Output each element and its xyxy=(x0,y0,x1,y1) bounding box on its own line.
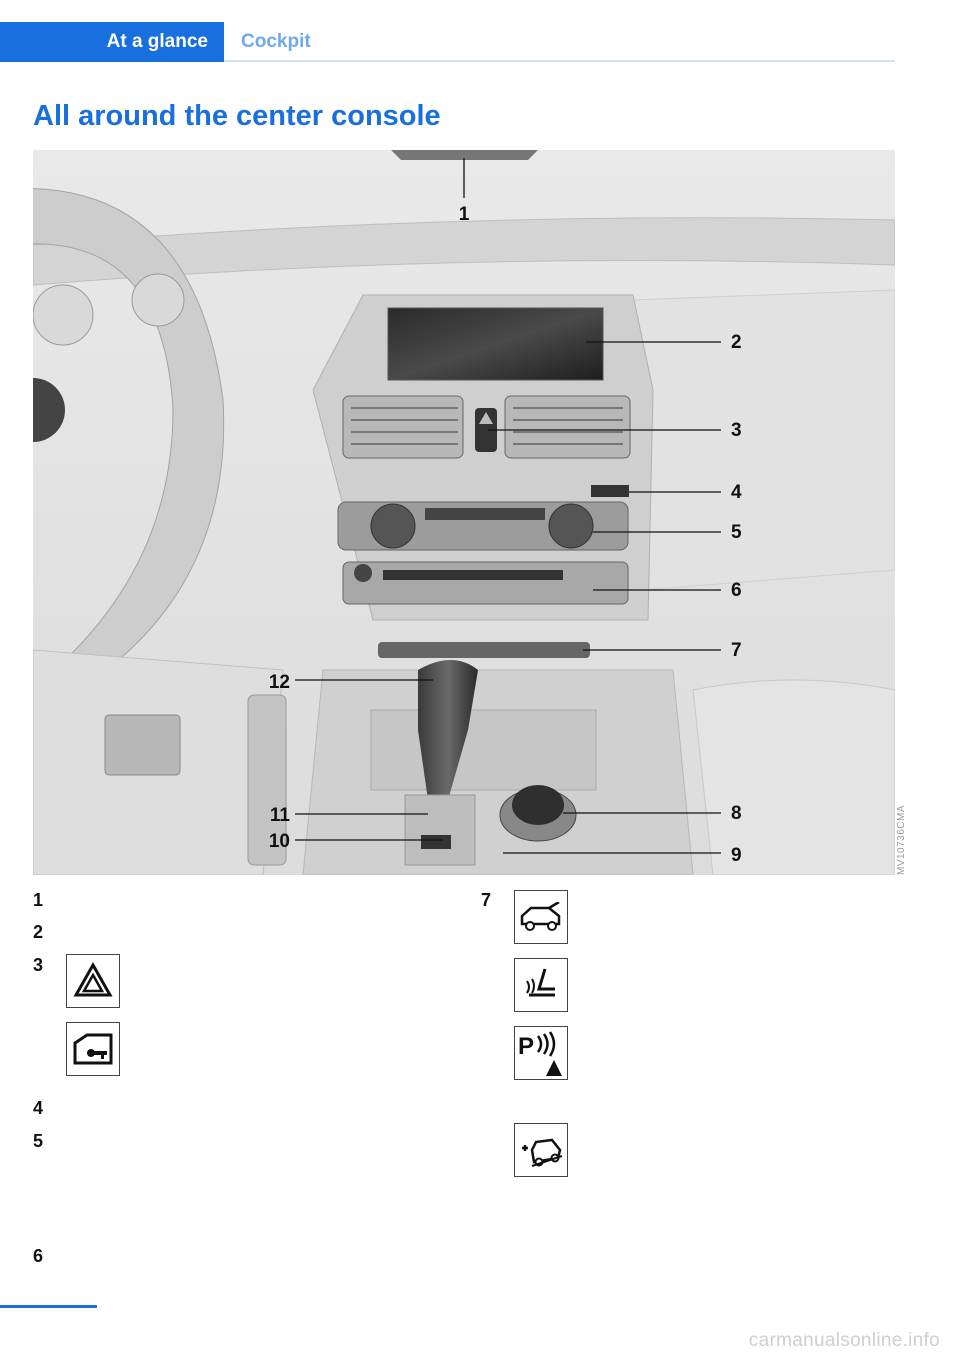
legend-num-6: 6 xyxy=(33,1246,44,1266)
callout-7: 7 xyxy=(731,640,742,661)
tab-at-a-glance[interactable]: At a glance xyxy=(0,22,224,62)
callout-1: 1 xyxy=(459,204,470,225)
callout-lines xyxy=(295,158,721,854)
callout-12: 12 xyxy=(269,672,290,693)
callout-9: 9 xyxy=(731,845,742,866)
central-locking-icon xyxy=(66,1022,120,1076)
callout-8: 8 xyxy=(731,803,742,824)
callout-2: 2 xyxy=(731,332,742,353)
legend-num-7: 7 xyxy=(481,890,492,910)
footer-accent-bar xyxy=(0,1305,97,1308)
air-vents xyxy=(342,395,631,459)
figure-code: MV10736CMA xyxy=(896,804,907,875)
park-distance-control-icon: P xyxy=(514,1026,568,1080)
callout-11: 11 xyxy=(270,805,291,826)
callout-4: 4 xyxy=(731,482,742,503)
callout-10: 10 xyxy=(269,831,290,852)
hazard-warning-icon xyxy=(66,954,120,1008)
legend-num-2: 2 xyxy=(33,922,44,942)
legend-num-1: 1 xyxy=(33,890,44,910)
callout-5: 5 xyxy=(731,522,742,543)
hill-descent-control-icon xyxy=(514,1123,568,1177)
legend-num-3: 3 xyxy=(33,955,44,975)
header-tabs: At a glance Cockpit xyxy=(0,22,895,62)
header-rule xyxy=(224,60,895,62)
seat-icon xyxy=(514,958,568,1012)
tailgate-icon xyxy=(514,890,568,944)
page-title: All around the center console xyxy=(33,100,441,132)
callout-6: 6 xyxy=(731,580,742,601)
callout-3: 3 xyxy=(731,420,742,441)
legend-num-5: 5 xyxy=(33,1131,44,1151)
watermark: carmanualsonline.info xyxy=(748,1330,940,1351)
legend-num-4: 4 xyxy=(33,1098,44,1118)
svg-text:P: P xyxy=(518,1033,534,1060)
tab-cockpit[interactable]: Cockpit xyxy=(241,31,311,52)
